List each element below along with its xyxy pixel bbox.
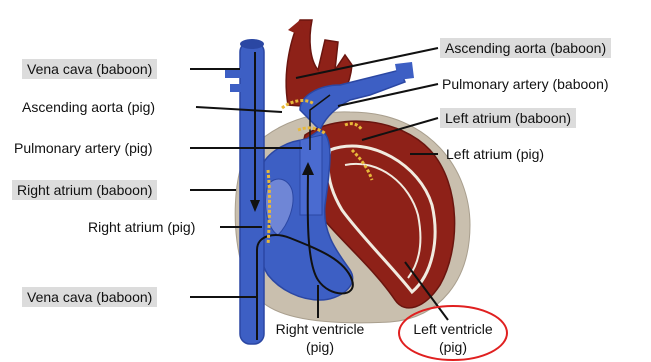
label-right-atrium-baboon: Right atrium (baboon): [12, 180, 157, 200]
label-left-atrium-baboon: Left atrium (baboon): [440, 108, 576, 128]
label-ascending-aorta-baboon: Ascending aorta (baboon): [440, 38, 611, 58]
label-vena-cava-bottom: Vena cava (baboon): [22, 287, 157, 307]
label-right-ventricle-line1: Right ventricle: [272, 320, 368, 338]
label-left-ventricle-line2: (pig): [405, 338, 501, 356]
label-pulmonary-artery-pig: Pulmonary artery (pig): [14, 139, 153, 157]
label-left-ventricle-line1: Left ventricle: [405, 320, 501, 338]
leader-ascending-aorta-baboon: [296, 48, 438, 78]
vena-cava-top-opening: [240, 39, 264, 49]
label-pulmonary-artery-baboon: Pulmonary artery (baboon): [442, 75, 609, 93]
label-right-ventricle-line2: (pig): [272, 338, 368, 356]
leader-ascending-aorta-pig: [196, 107, 282, 112]
label-vena-cava-top: Vena cava (baboon): [22, 59, 157, 79]
label-right-ventricle-pig: Right ventricle (pig): [272, 320, 368, 356]
label-ascending-aorta-pig: Ascending aorta (pig): [22, 98, 155, 116]
pulmonary-branch: [395, 62, 414, 80]
label-left-atrium-pig: Left atrium (pig): [446, 145, 544, 163]
label-right-atrium-pig: Right atrium (pig): [88, 218, 195, 236]
vena-cava-branch-lower: [230, 84, 246, 92]
label-left-ventricle-pig: Left ventricle (pig): [405, 320, 501, 356]
